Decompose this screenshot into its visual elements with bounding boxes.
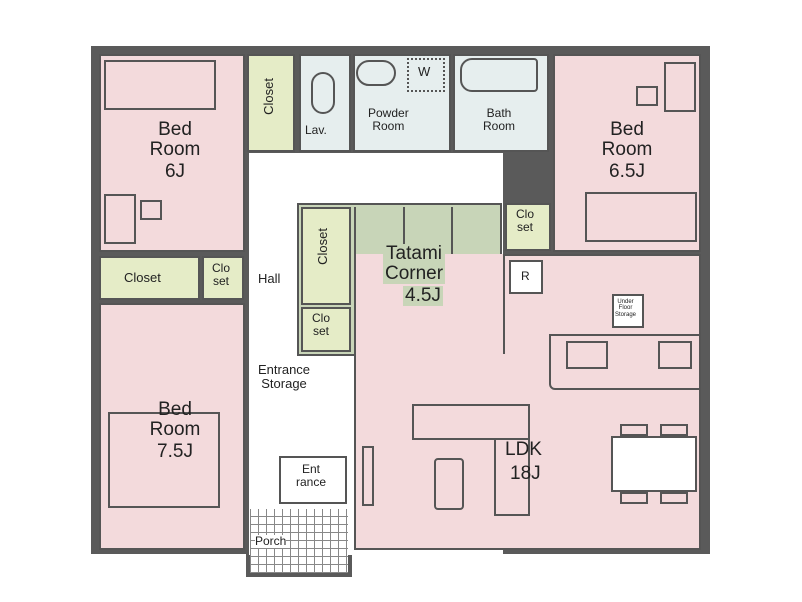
bedroom-6-5j-size: 6.5J — [609, 161, 645, 182]
porch-label: Porch — [255, 534, 287, 548]
closet-left — [99, 256, 200, 300]
chair — [660, 492, 688, 504]
bed — [585, 192, 697, 242]
bedroom-7-5j-label: Bed Room — [149, 399, 201, 440]
toilet-icon — [311, 72, 335, 114]
chair — [140, 200, 162, 220]
bedroom-7-5j — [99, 303, 245, 550]
closet-small-tatami-label: Clo set — [312, 311, 331, 338]
lavatory — [299, 54, 351, 152]
closet-top — [247, 54, 295, 152]
tatami-label: Tatami Corner — [383, 243, 446, 284]
sofa — [412, 404, 530, 440]
closet-small-right — [505, 203, 551, 251]
bedroom-6j — [99, 54, 245, 252]
bedroom-6j-size: 6J — [164, 161, 186, 182]
refrigerator — [509, 260, 543, 294]
ldk-size: 18J — [510, 463, 541, 484]
chair — [636, 86, 658, 106]
closet-small-left-label: Clo set — [212, 261, 231, 288]
closet-tatami-label: Closet — [315, 228, 330, 265]
chair — [620, 424, 648, 436]
bedroom-6j-label: Bed Room — [149, 119, 201, 160]
dining-table — [611, 436, 697, 492]
sink-icon — [566, 341, 608, 369]
bath-room-label: Bath Room — [483, 106, 516, 133]
washer-label: W — [418, 64, 431, 79]
refrigerator-label: R — [521, 269, 530, 283]
closet-small-left — [202, 256, 244, 300]
chair — [620, 492, 648, 504]
closet-small-right-label: Clo set — [516, 207, 535, 234]
bed — [104, 60, 216, 110]
under-floor-storage-label: Under Floor Storage — [615, 299, 637, 318]
sofa-chaise — [494, 438, 530, 516]
bedroom-7-5j-size: 7.5J — [157, 441, 193, 462]
powder-room — [353, 54, 451, 152]
tv-stand — [362, 446, 374, 506]
kitchen-counter — [549, 334, 701, 390]
closet-left-label: Closet — [124, 270, 161, 285]
bath-room — [453, 54, 549, 152]
coffee-table — [434, 458, 464, 510]
closet-top-label: Closet — [261, 78, 276, 115]
closet-tatami — [301, 207, 351, 305]
under-floor-storage — [612, 294, 644, 328]
hall-label: Hall — [258, 271, 281, 286]
powder-room-label: Powder Room — [368, 106, 409, 133]
entrance — [279, 456, 347, 504]
chair — [660, 424, 688, 436]
washer-icon — [407, 58, 445, 92]
entrance-storage-label: Entrance Storage — [258, 362, 311, 391]
desk — [664, 62, 696, 112]
washbasin-icon — [356, 60, 396, 86]
ldk-label: LDK — [505, 439, 542, 460]
desk — [104, 194, 136, 244]
closet-small-tatami — [301, 307, 351, 352]
bedroom-6-5j-label: Bed Room — [601, 119, 653, 160]
stove-icon — [658, 341, 692, 369]
bed — [108, 412, 220, 508]
tatami-size: 4.5J — [403, 285, 443, 306]
entrance-label: Ent rance — [296, 462, 327, 489]
bathtub-icon — [460, 58, 538, 92]
lav-label: Lav. — [305, 123, 327, 137]
bedroom-6-5j — [553, 54, 701, 252]
